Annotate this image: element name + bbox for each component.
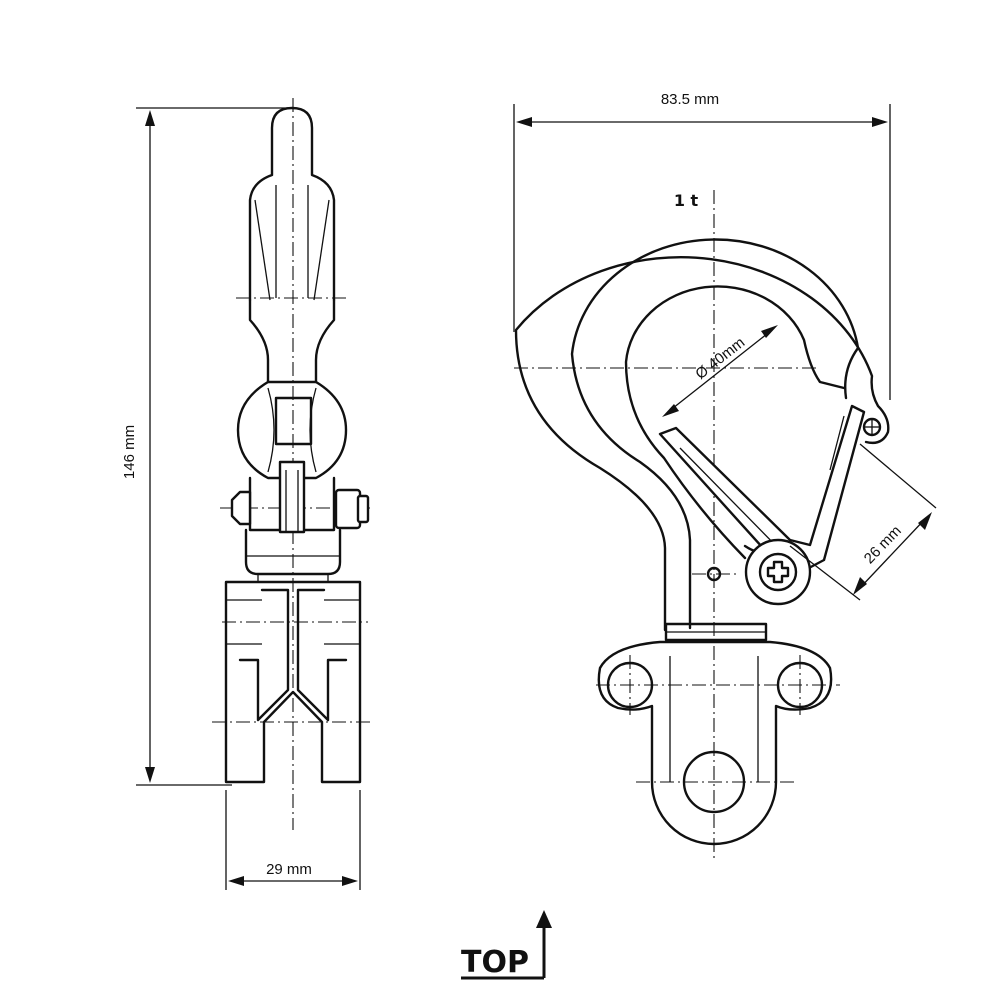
shank-side xyxy=(248,298,336,384)
height-dimension-label: 146 mm xyxy=(121,425,138,479)
collar-front xyxy=(664,622,768,642)
latch-pivot xyxy=(744,538,812,606)
latch-opening-label: 26 mm xyxy=(861,522,905,567)
collar-side xyxy=(244,528,342,576)
hook-tip-side xyxy=(248,106,336,302)
base-width-dimension-label: 29 mm xyxy=(266,861,312,878)
up-arrow-icon xyxy=(536,910,552,928)
top-label: TOP xyxy=(461,945,529,980)
swivel-body-side xyxy=(236,380,348,480)
hook-outer-profile xyxy=(514,256,890,632)
bolt-nut xyxy=(334,488,362,530)
front-view: 1 t 83.5 mm Ø 40mm 26 mm xyxy=(513,91,937,860)
base-bracket-front xyxy=(597,640,833,846)
hook-inner-throat xyxy=(624,285,846,560)
pivot-screw-cross xyxy=(766,560,790,584)
base-bore xyxy=(682,750,746,814)
capacity-label: 1 t xyxy=(674,191,699,210)
top-orientation-marker: TOP xyxy=(461,910,552,980)
clevis-jaw-left xyxy=(238,588,290,722)
label-plate xyxy=(274,396,313,446)
throat-diameter-label: Ø 40mm xyxy=(692,334,748,383)
clevis-base-side xyxy=(224,580,362,784)
hook-middle-contour xyxy=(570,238,860,630)
latch-stem xyxy=(278,460,306,534)
width-dimension-label: 83.5 mm xyxy=(661,91,719,108)
side-view: 146 mm 29 mm xyxy=(121,98,374,890)
bolt-head xyxy=(230,490,252,526)
clevis-jaw-right xyxy=(296,588,348,722)
